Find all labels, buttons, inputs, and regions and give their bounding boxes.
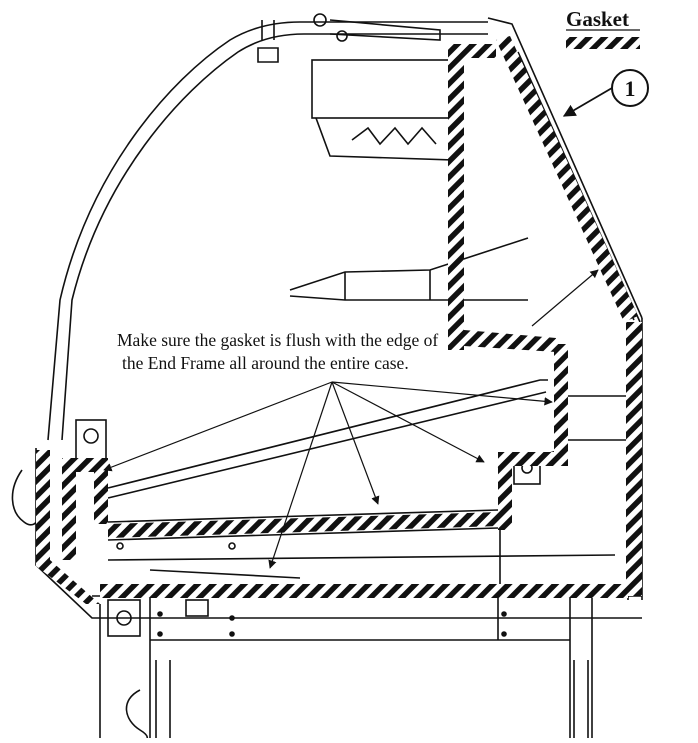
arrow-to-lower-shelf (331, 381, 380, 505)
leader-arrows (103, 269, 599, 569)
gasket-hatch-icon (566, 37, 640, 49)
callout-number: 1 (625, 76, 636, 101)
arrow-to-riser (331, 381, 485, 463)
arrow-to-left-front (103, 381, 333, 472)
arrow-to-upper-rear (531, 269, 599, 327)
instruction-callout: Make sure the gasket is flush with the e… (117, 330, 438, 373)
instruction-line-1: Make sure the gasket is flush with the e… (117, 330, 438, 350)
callout-marker-1: 1 (562, 69, 649, 117)
instruction-line-2: the End Frame all around the entire case… (122, 353, 409, 373)
gasket-strips (36, 36, 642, 604)
arrow-to-bottom (268, 381, 333, 569)
legend-title: Gasket (566, 7, 629, 31)
arrow-to-step (331, 381, 553, 406)
gasket-legend: Gasket (566, 7, 640, 49)
